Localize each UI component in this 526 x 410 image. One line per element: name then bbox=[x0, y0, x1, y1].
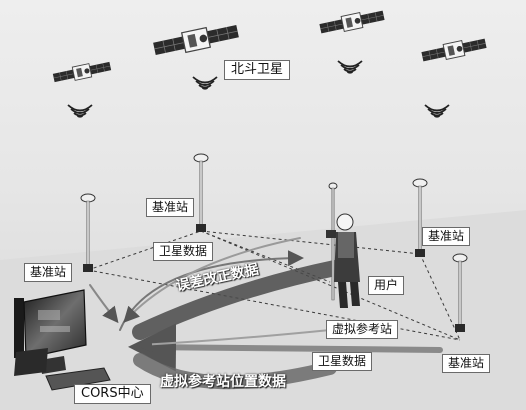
label-base-station-right-bottom: 基准站 bbox=[442, 354, 491, 373]
cors-center bbox=[14, 289, 111, 391]
label-satellite-data-2: 卫星数据 bbox=[312, 352, 373, 371]
label-cors-center: CORS中心 bbox=[74, 384, 151, 404]
label-base-station-top: 基准站 bbox=[146, 198, 195, 217]
user-surveyor bbox=[326, 182, 360, 308]
label-base-station-right-top: 基准站 bbox=[422, 227, 471, 246]
label-virtual-station-position-data: 虚拟参考站位置数据 bbox=[160, 374, 286, 390]
label-virtual-reference-station: 虚拟参考站 bbox=[326, 320, 399, 339]
label-satellite-data-1: 卫星数据 bbox=[153, 242, 214, 261]
label-beidou-satellite: 北斗卫星 bbox=[224, 60, 291, 80]
label-base-station-left: 基准站 bbox=[24, 263, 73, 282]
data-arrows bbox=[89, 237, 443, 390]
label-user: 用户 bbox=[368, 276, 405, 295]
